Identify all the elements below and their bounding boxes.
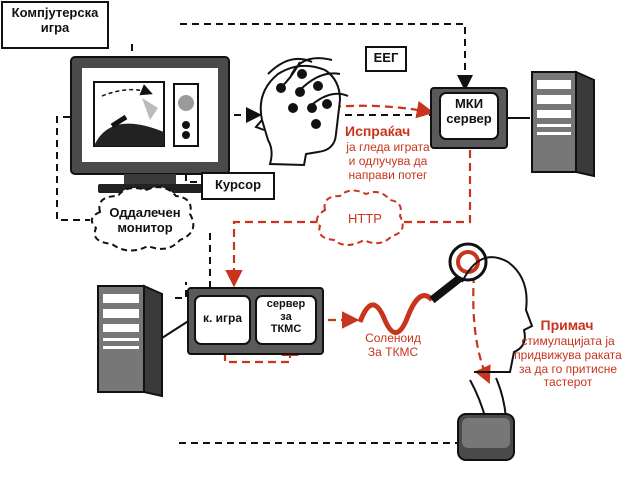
receiver-desc-line-3: за да го притисне [518,361,617,376]
game-box-line-1: Компјутерска [11,5,99,20]
cursor-label-box [201,172,275,200]
receiver-head [429,242,534,423]
game-box-label: Компјутерска игра [4,5,106,36]
remote-monitor-label: Оддалечен монитор [96,205,194,236]
sender-desc-line-3: направи потег [348,167,428,182]
eeg-label: ЕЕГ [373,50,399,65]
eeg-label-box [365,46,407,72]
tms-coil-wave [357,293,434,335]
bci-server-label: МКИ сервер [440,96,498,127]
cursor-label: Курсор [214,177,262,192]
sender-title: Испраќач [345,123,411,139]
tms-server-line-2: за [280,310,292,323]
receiver-description: стимулацијата ја придвижува раката за да… [512,334,624,390]
sender-desc-line-2: и одлучува да [348,153,428,168]
game-monitor [70,56,230,193]
remote-monitor-line-1: Оддалечен [109,205,181,220]
tms-server-line-1: сервер [266,298,306,310]
bci-server-box [430,87,508,149]
remote-monitor-line-2: монитор [117,219,173,235]
coil-label: Соленоид За ТКМС [358,331,428,360]
coil-line-2: За ТКМС [367,344,419,359]
response-button [457,413,515,461]
http-cloud [315,189,404,246]
tms-server-line-3: ТКМС [270,323,302,336]
bci-server-line-2: сервер [446,110,492,126]
bci-server-line-1: МКИ [454,96,484,111]
tower-pc-left [97,284,163,398]
receiver-desc-line-2: придвижува раката [514,347,622,362]
game-box-line-2: игра [40,19,70,35]
receiver-desc-line-4: тастерот [543,375,593,390]
tms-server-label: сервер за ТКМС [256,298,316,336]
tower-pc-right [531,70,595,178]
computer-game-box [1,1,109,49]
sender-desc-line-1: ја гледа играта [346,140,430,154]
pc-link-line [161,319,191,339]
receiver-title: Примач [540,317,594,333]
coil-line-1: Соленоид [365,331,421,345]
receiver-desc-line-1: стимулацијата ја [521,334,615,348]
sender-head-eeg [254,57,349,167]
http-label: HTTP [348,211,382,226]
remote-monitor-cloud [90,186,195,252]
game-small-label: к. игра [202,311,243,325]
tms-server-box [187,287,324,355]
sender-description: ја гледа играта и одлучува да направи по… [338,140,438,182]
